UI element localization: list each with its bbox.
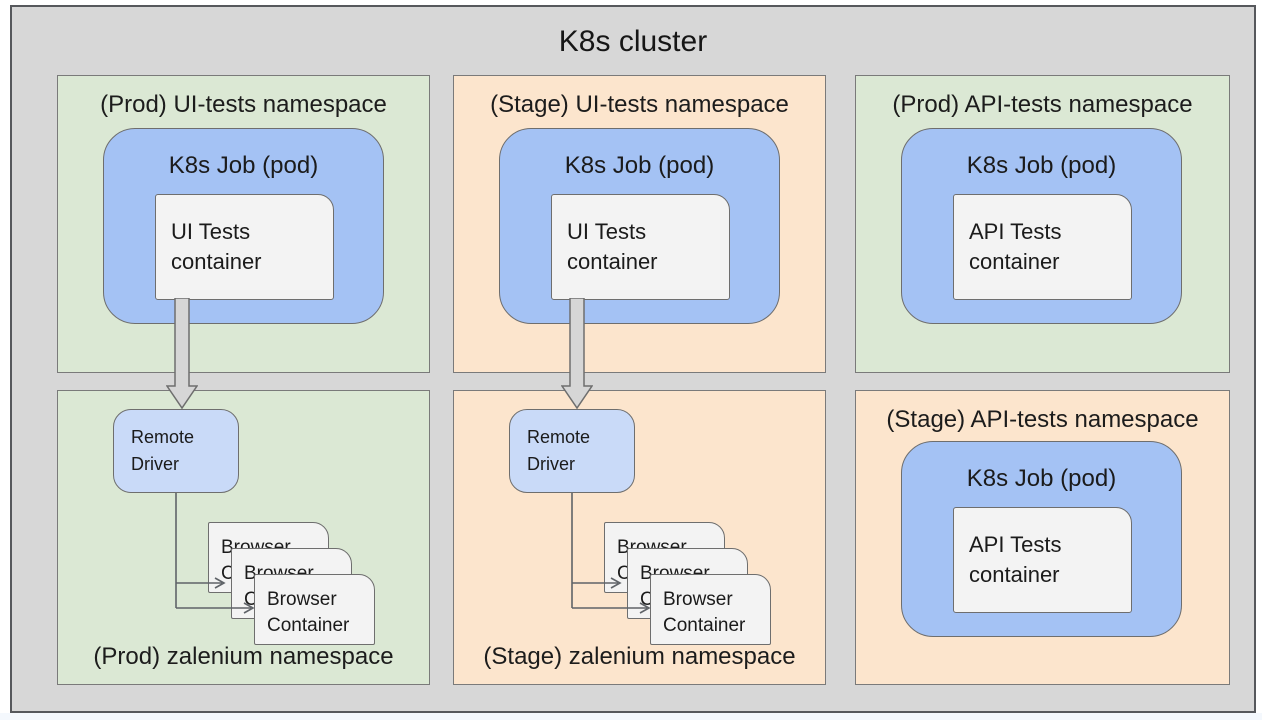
namespace-title: (Stage) API-tests namespace [886,406,1199,433]
panel-prod-api-tests-namespace: (Prod) API-tests namespace K8s Job (pod)… [855,75,1230,373]
namespace-title: (Prod) API-tests namespace [892,91,1193,118]
remote-driver-label: Remote Driver [527,427,591,474]
namespace-title: (Stage) UI-tests namespace [490,91,789,118]
k8s-job-pod-box: K8s Job (pod) API Tests container [901,128,1182,324]
prod-job-to-driver-arrow [166,298,198,410]
k8s-job-pod-label: K8s Job (pod) [966,465,1117,492]
panel-stage-api-tests-namespace: (Stage) API-tests namespace K8s Job (pod… [855,390,1230,685]
api-tests-container-label: API Tests container [969,219,1062,274]
api-tests-container-box: API Tests container [953,507,1132,613]
panel-stage-zalenium-namespace: Remote Driver Browser Container Browser … [453,390,826,685]
cluster-title: K8s cluster [558,25,708,58]
panel-prod-zalenium-namespace: Remote Driver Browser Container Browser … [57,390,430,685]
remote-driver-box: Remote Driver [113,409,239,493]
browser-container-box-3: Browser Container [254,574,375,645]
api-tests-container-label: API Tests container [969,532,1062,587]
k8s-job-pod-box: K8s Job (pod) UI Tests container [499,128,780,324]
panel-prod-ui-tests-namespace: (Prod) UI-tests namespace K8s Job (pod) … [57,75,430,373]
k8s-job-pod-label: K8s Job (pod) [564,152,715,179]
ui-tests-container-label: UI Tests container [567,219,658,274]
namespace-title: (Prod) zalenium namespace [93,643,394,670]
k8s-job-pod-label: K8s Job (pod) [966,152,1117,179]
browser-container-box-3: Browser Container [650,574,771,645]
browser-container-label: Browser Container [267,589,350,636]
ui-tests-container-box: UI Tests container [155,194,334,300]
ui-tests-container-label: UI Tests container [171,219,262,274]
panel-stage-ui-tests-namespace: (Stage) UI-tests namespace K8s Job (pod)… [453,75,826,373]
k8s-job-pod-box: K8s Job (pod) UI Tests container [103,128,384,324]
remote-driver-label: Remote Driver [131,427,195,474]
k8s-job-pod-box: K8s Job (pod) API Tests container [901,441,1182,637]
browser-container-label: Browser Container [663,589,746,636]
namespace-title: (Prod) UI-tests namespace [100,91,387,118]
stage-job-to-driver-arrow [561,298,593,410]
k8s-job-pod-label: K8s Job (pod) [168,152,319,179]
window-bottom-edge [0,713,1262,720]
api-tests-container-box: API Tests container [953,194,1132,300]
namespace-title: (Stage) zalenium namespace [483,643,796,670]
k8s-cluster-boundary: K8s cluster (Prod) UI-tests namespace K8… [10,5,1256,713]
ui-tests-container-box: UI Tests container [551,194,730,300]
remote-driver-box: Remote Driver [509,409,635,493]
